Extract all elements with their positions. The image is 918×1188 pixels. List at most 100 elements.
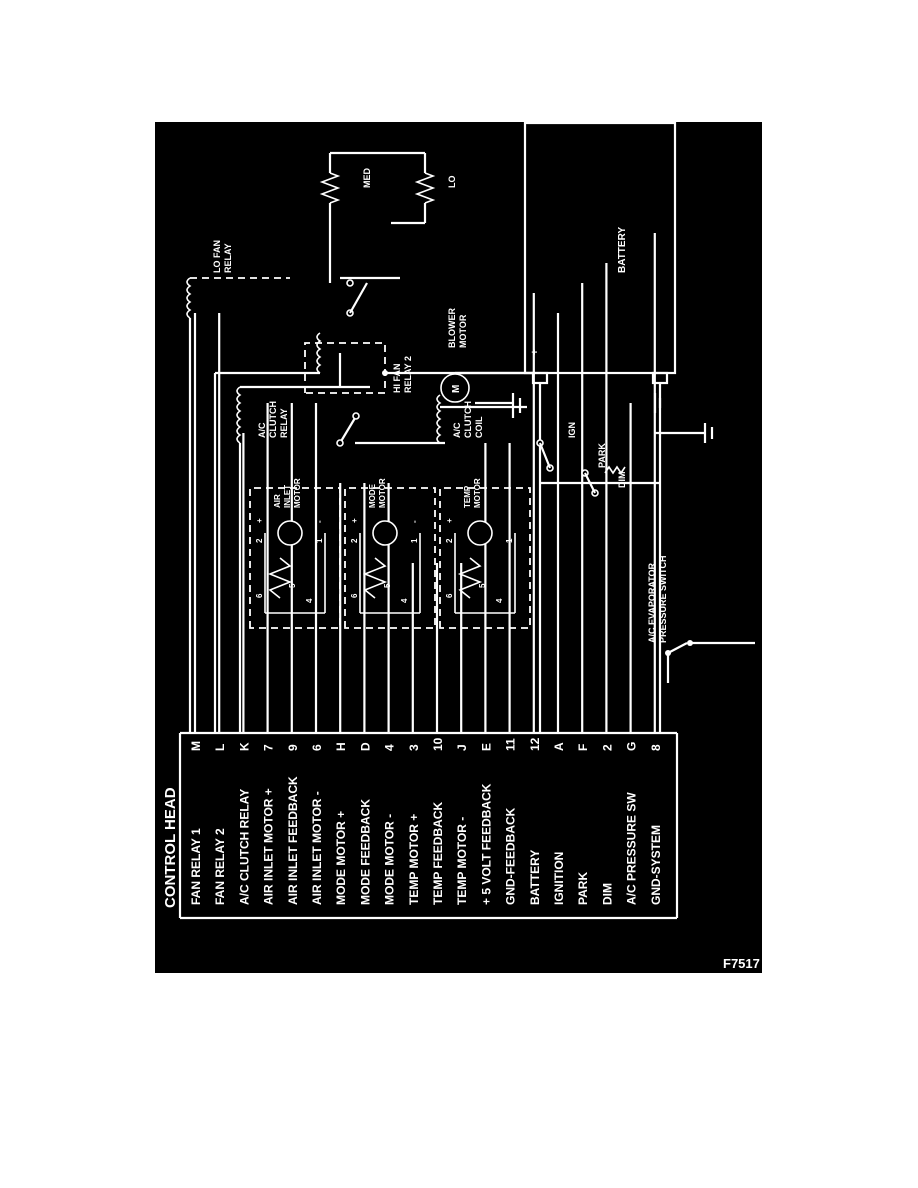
ac-clutch-coil-label-3: COIL [474, 416, 484, 438]
motor-pin-label: 1 [505, 538, 514, 543]
terminal-pin: 12 [528, 737, 542, 751]
terminal-pin: K [237, 742, 251, 751]
terminal-pin: L [213, 744, 227, 751]
evap-switch-label-1: A/C EVAPORATOR [647, 562, 657, 643]
terminal-pin: A [552, 742, 566, 751]
terminal-pin: 2 [600, 744, 614, 751]
terminal-label: A/C PRESSURE SW [625, 792, 639, 905]
terminal-wires [193, 233, 656, 733]
motor-pin-label: - [315, 520, 324, 523]
battery-label: BATTERY [617, 227, 628, 273]
terminal-label: + 5 VOLT FEEDBACK [479, 783, 493, 905]
motor-name: INLET [283, 485, 292, 508]
terminal-label: AIR INLET MOTOR + [262, 788, 276, 905]
motor-pin-label: 1 [315, 538, 324, 543]
hi-fan-relay-label-1: HI FAN [392, 363, 402, 393]
hi-fan-relay-label-2: RELAY 2 [403, 356, 413, 393]
med-label: MED [362, 168, 372, 189]
wiring-diagram: CONTROL HEAD FAN RELAY 1 M FAN RELAY 2 L A/C… [162, 122, 760, 971]
control-head-title: CONTROL HEAD [162, 787, 179, 908]
terminal-pin: 10 [431, 737, 445, 751]
dim-label: DIM [617, 472, 627, 489]
motor-name: MODE [368, 483, 377, 508]
terminal-pin: 9 [286, 744, 300, 751]
motor-pin-label: 4 [305, 598, 314, 603]
motor-pin-label: 4 [495, 598, 504, 603]
ac-clutch-relay-label-3: RELAY [279, 408, 289, 438]
lo-label: LO [447, 176, 457, 189]
ac-clutch-relay-label-1: A/C [257, 422, 267, 438]
motor-pin-label: 2 [255, 538, 264, 543]
terminal-label: TEMP FEEDBACK [431, 802, 445, 905]
figure-code: F7517 [723, 956, 760, 971]
terminal-label: DIM [600, 883, 614, 905]
terminal-label: PARK [576, 872, 590, 905]
terminal-label: TEMP MOTOR - [455, 817, 469, 905]
terminal-pin: 8 [649, 744, 663, 751]
terminal-label: GND-SYSTEM [649, 825, 663, 905]
motor-pin-label: 6 [350, 593, 359, 598]
motor-pin-label: + [255, 518, 264, 523]
terminal-pin: G [625, 742, 639, 751]
motor-pin-label: + [445, 518, 454, 523]
terminal-label: A/C CLUTCH RELAY [237, 789, 251, 905]
motor-pin-label: 5 [288, 583, 297, 588]
terminal-label: FAN RELAY 2 [213, 828, 227, 905]
terminal-pin: 3 [407, 744, 421, 751]
terminal-label: MODE MOTOR - [383, 814, 397, 905]
ignition-park-dim-switches: IGN PARK DIM [536, 422, 660, 497]
lo-fan-relay-label-2: RELAY [223, 243, 233, 273]
motor-pin-label: 2 [445, 538, 454, 543]
terminal-label: IGNITION [552, 852, 566, 905]
lo-fan-relay: LO FAN RELAY [186, 240, 400, 733]
battery-plus-label: + [530, 349, 541, 355]
ac-clutch-coil-label-2: CLUTCH [463, 401, 473, 438]
park-label: PARK [597, 443, 607, 468]
motor-pin-label: - [410, 520, 419, 523]
terminal-pin: F [576, 744, 590, 751]
control-head: CONTROL HEAD FAN RELAY 1 M FAN RELAY 2 L A/C… [162, 731, 679, 920]
ground-symbols [653, 393, 662, 413]
terminal-label: GND-FEEDBACK [504, 807, 518, 905]
terminal-label: MODE MOTOR + [334, 811, 348, 905]
ign-label: IGN [567, 422, 577, 438]
motor-pin-label: 6 [445, 593, 454, 598]
motor-pin-label: 4 [400, 598, 409, 603]
terminal-pin: 11 [504, 738, 518, 751]
terminal-label: MODE FEEDBACK [358, 799, 372, 905]
motor-name: AIR [273, 494, 282, 508]
motor-name: MOTOR [293, 478, 302, 508]
terminal-pin: J [455, 744, 469, 751]
ac-evaporator-pressure-switch: A/C EVAPORATOR PRESSURE SWITCH [647, 555, 755, 683]
lo-fan-relay-label-1: LO FAN [212, 240, 222, 273]
motor-pin-label: + [350, 518, 359, 523]
ac-clutch-coil-label-1: A/C [452, 422, 462, 438]
terminal-pin: E [479, 743, 493, 751]
terminal-pin: H [334, 742, 348, 751]
motor-pin-label: 5 [478, 583, 487, 588]
battery: BATTERY + [523, 122, 714, 733]
terminal-label: AIR INLET FEEDBACK [286, 776, 300, 905]
blower-motor-label-2: MOTOR [458, 314, 468, 348]
terminal-pin: M [189, 741, 203, 751]
blower-motor-label-1: BLOWER [447, 308, 457, 348]
motor-pin-label: 1 [410, 538, 419, 543]
svg-text:M: M [451, 385, 462, 393]
motor-pin-label: 2 [350, 538, 359, 543]
terminal-pin: 7 [262, 744, 276, 751]
terminal-label: FAN RELAY 1 [189, 828, 203, 905]
terminal-label: AIR INLET MOTOR - [310, 791, 324, 905]
evap-switch-label-2: PRESSURE SWITCH [658, 555, 668, 643]
terminal-pin: 4 [383, 744, 397, 751]
terminal-label: TEMP MOTOR + [407, 814, 421, 905]
terminal-pin: 6 [310, 744, 324, 751]
terminal-label: BATTERY [528, 850, 542, 905]
motor-name: MOTOR [473, 478, 482, 508]
wiring-diagram-panel: CONTROL HEAD FAN RELAY 1 M FAN RELAY 2 L A/C… [155, 122, 762, 973]
rotated-schematic: CONTROL HEAD FAN RELAY 1 M FAN RELAY 2 L A/C… [162, 122, 755, 920]
control-head-terminal-list: FAN RELAY 1 M FAN RELAY 2 L A/C CLUTCH RELAY… [189, 737, 663, 905]
